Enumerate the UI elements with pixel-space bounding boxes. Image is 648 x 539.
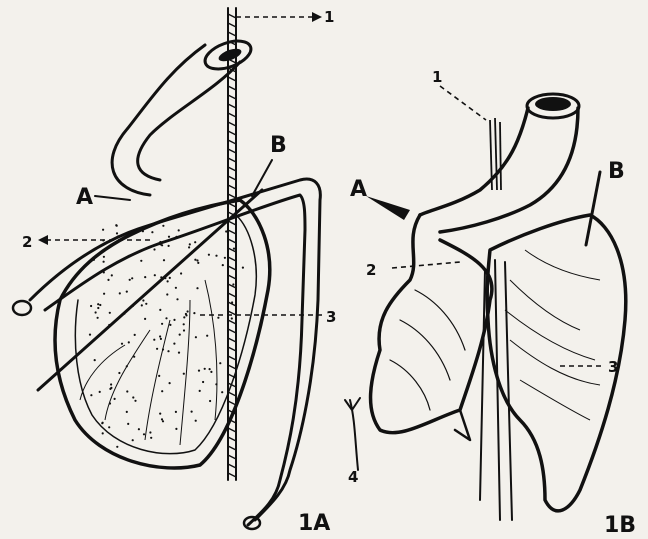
duct: [420, 108, 578, 232]
label-1b-b: B: [608, 159, 625, 184]
stippling: [89, 224, 244, 449]
caption-1a: 1A: [298, 511, 330, 536]
arrow-head-1: [312, 12, 322, 22]
label-1a-3: 3: [326, 308, 336, 326]
labels: 1 A B 2 3 1A 1 A B 2 3 4 1B: [22, 8, 636, 538]
mesentery-fan: [55, 200, 270, 468]
label-1a-a: A: [76, 185, 93, 210]
pin-a: [366, 196, 410, 220]
caption-1b: 1B: [604, 513, 636, 538]
label-1b-1: 1: [432, 68, 442, 86]
hook-4: [345, 398, 360, 470]
label-1b-3: 3: [608, 358, 618, 376]
label-1a-1: 1: [324, 8, 334, 26]
label-1b-4: 4: [348, 468, 358, 486]
label-1a-2: 2: [22, 233, 32, 251]
panel-1b: [345, 86, 626, 520]
tissue-texture: [505, 250, 600, 420]
reflected-membrane: [371, 215, 492, 433]
vertical-fibers: [480, 260, 512, 520]
fiber-strands: [490, 118, 501, 190]
panel-1a: [13, 8, 322, 529]
label-1b-2: 2: [366, 261, 376, 279]
label-1b-a: A: [350, 177, 367, 202]
label-1a-b: B: [270, 133, 287, 158]
